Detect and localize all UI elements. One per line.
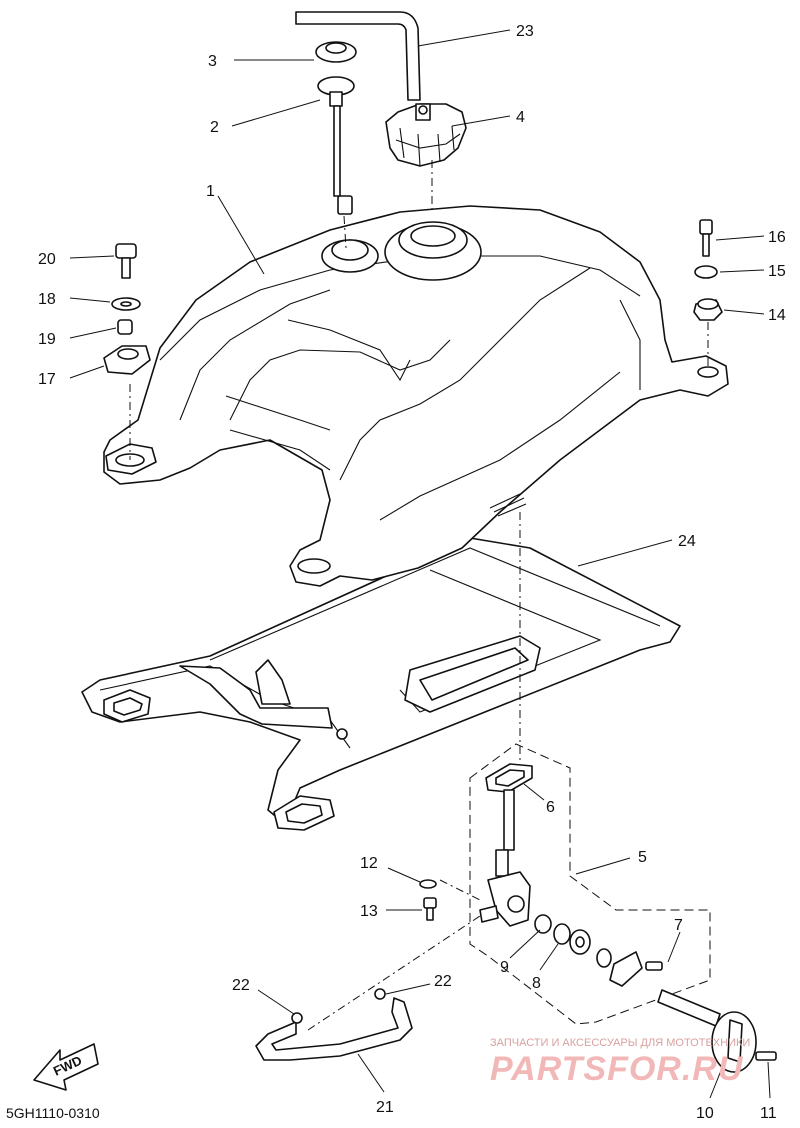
callout-23: 23 bbox=[516, 23, 534, 40]
callout-17: 17 bbox=[38, 371, 56, 388]
assembly-centerlines bbox=[129, 160, 709, 1031]
leader-lines bbox=[69, 29, 771, 1099]
callout-22-left: 22 bbox=[232, 977, 250, 994]
callout-4: 4 bbox=[516, 109, 525, 126]
callout-13: 13 bbox=[360, 903, 378, 920]
callout-numbers: 3 2 23 4 1 16 15 14 20 18 19 17 24 6 5 7… bbox=[38, 23, 786, 1122]
callout-20: 20 bbox=[38, 251, 56, 268]
callout-10: 10 bbox=[696, 1105, 714, 1122]
callout-18: 18 bbox=[38, 291, 56, 308]
callout-21: 21 bbox=[376, 1099, 394, 1116]
callout-8: 8 bbox=[532, 975, 541, 992]
callout-24: 24 bbox=[678, 533, 696, 550]
fuel-tank bbox=[103, 205, 729, 587]
fuel-hose-lower bbox=[255, 988, 413, 1061]
watermark-tagline: ЗАПЧАСТИ И АКСЕССУАРЫ ДЛЯ МОТОТЕХНИКИ bbox=[490, 1037, 750, 1049]
callout-16: 16 bbox=[768, 229, 786, 246]
watermark: ЗАПЧАСТИ И АКСЕССУАРЫ ДЛЯ МОТОТЕХНИКИ PA… bbox=[490, 1037, 750, 1088]
watermark-logo: PARTSFOR.RU bbox=[490, 1050, 744, 1088]
fuel-tank-cap bbox=[385, 103, 467, 167]
callout-9: 9 bbox=[500, 959, 509, 976]
fuel-gauge bbox=[317, 76, 355, 215]
callout-7: 7 bbox=[674, 917, 683, 934]
seal-ring bbox=[315, 41, 357, 63]
callout-6: 6 bbox=[546, 799, 555, 816]
callout-11: 11 bbox=[760, 1105, 777, 1122]
callout-5: 5 bbox=[638, 849, 647, 866]
callout-1: 1 bbox=[206, 183, 215, 200]
fuel-hose-breather bbox=[295, 11, 421, 101]
mount-hardware-left bbox=[103, 243, 151, 375]
tank-bracket bbox=[81, 537, 681, 831]
mount-hardware-right bbox=[693, 219, 723, 321]
callout-3: 3 bbox=[208, 53, 217, 70]
callout-14: 14 bbox=[768, 307, 786, 324]
forward-direction-arrow: FWD bbox=[33, 1043, 99, 1091]
callout-19: 19 bbox=[38, 331, 56, 348]
fuel-cock-assembly bbox=[419, 743, 777, 1073]
callout-2: 2 bbox=[210, 119, 219, 136]
callout-12: 12 bbox=[360, 855, 378, 872]
callout-15: 15 bbox=[768, 263, 786, 280]
diagram-code: 5GH1110-0310 bbox=[6, 1105, 100, 1121]
callout-22-right: 22 bbox=[434, 973, 452, 990]
